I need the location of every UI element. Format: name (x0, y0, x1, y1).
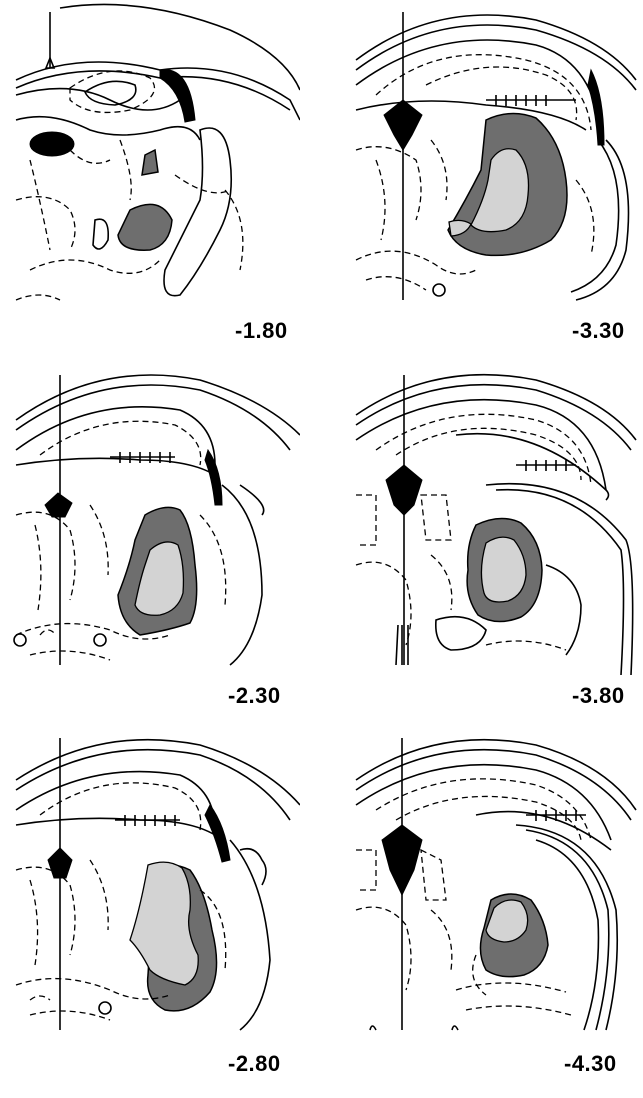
brain-section-drawing (336, 0, 643, 310)
brain-section-drawing (0, 730, 300, 1040)
section-coordinate-label: -3.30 (572, 318, 625, 344)
section-coordinate-label: -2.30 (228, 683, 281, 709)
section-coordinate-label: -4.30 (564, 1051, 617, 1077)
section-coordinate-label: -1.80 (235, 318, 288, 344)
section-coordinate-label: -3.80 (572, 683, 625, 709)
brain-section-drawing (336, 365, 643, 675)
section-coordinate-label: -2.80 (228, 1051, 281, 1077)
brain-section-drawing (0, 365, 300, 675)
brain-section-drawing (0, 0, 300, 310)
brain-section-drawing (336, 730, 643, 1040)
